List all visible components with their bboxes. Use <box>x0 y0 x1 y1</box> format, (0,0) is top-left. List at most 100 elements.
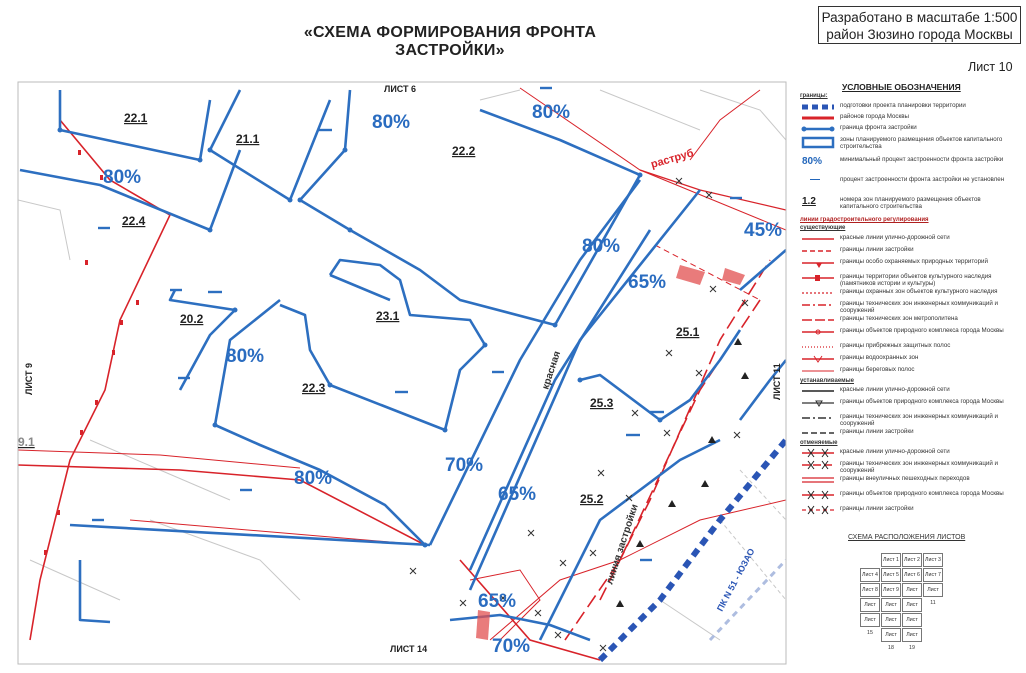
sheet-grid-cell[interactable]: Лист 1 <box>881 553 901 567</box>
sheet-grid-cell[interactable]: Лист 4 <box>860 568 880 582</box>
legend-item: границы особо охраняемых природных терри… <box>800 258 1015 268</box>
boundary-ticks <box>44 150 139 555</box>
zone-label[interactable]: 23.1 <box>376 309 400 323</box>
front-percent-label: 80% <box>372 112 410 133</box>
red-line-icon <box>802 116 834 120</box>
legend-line-icon <box>802 448 834 458</box>
legend-item: границы линии застройки <box>800 505 1015 515</box>
street-label: ПК N 51 - ЮЗАО <box>715 547 757 613</box>
legend-item: районов города Москвы <box>800 113 1015 123</box>
legend-line-icon <box>802 304 834 306</box>
legend-item: границы технических зон инженерных комму… <box>800 300 1015 314</box>
legend-item: границы береговых полос <box>800 366 1015 376</box>
front-percent-label: 70% <box>492 636 530 657</box>
sheet-grid-cell[interactable]: Лист 8 <box>860 583 880 597</box>
zone-label[interactable]: 22.4 <box>122 214 146 228</box>
legend-line-icon <box>802 490 834 500</box>
front-percent-label: 80% <box>226 346 264 367</box>
legend-section: отменяемые <box>800 440 838 446</box>
legend-line-icon <box>802 329 834 335</box>
legend-item: границы технических зон метрополитена <box>800 315 1015 325</box>
legend-line-icon <box>802 460 834 470</box>
front-percent-label: 65% <box>478 591 516 612</box>
front-percent-label: 45% <box>744 220 782 241</box>
sheet-label-right[interactable]: ЛИСТ 11 <box>772 363 782 400</box>
front-percent-label: 65% <box>628 272 666 293</box>
legend-item: 80% минимальный процент застроенности фр… <box>802 156 1004 167</box>
legend-item: красные линии улично-дорожной сети <box>800 234 1015 244</box>
blue-rect-icon <box>801 136 835 149</box>
legend-line-icon <box>802 262 834 268</box>
zone-label[interactable]: 22.2 <box>452 144 476 158</box>
legend-item: границы внеуличных пешеходных переходов <box>800 475 1015 485</box>
front-percent-label: 80% <box>582 236 620 257</box>
legend-line-icon <box>802 400 834 407</box>
page-title: «СХЕМА ФОРМИРОВАНИЯ ФРОНТА ЗАСТРОЙКИ» <box>303 24 597 59</box>
legend-item: границы водоохранных зон <box>800 354 1015 364</box>
legend-item: зоны планируемого размещения объектов ка… <box>800 136 1015 152</box>
legend-item: границы объектов природного комплекса го… <box>800 398 1015 408</box>
dashed-blue-icon <box>802 104 834 110</box>
project-boundary-light <box>708 558 786 642</box>
sheet-grid-cell[interactable]: Лист 18 <box>881 628 901 651</box>
sheet-grid-cell[interactable]: Лист 7 <box>923 568 943 582</box>
front-line-nodes <box>57 127 663 548</box>
sheet-grid-cell[interactable]: Лист 2 <box>902 553 922 567</box>
sheet-grid-cell[interactable]: Лист 13 <box>881 598 901 621</box>
project-boundary <box>597 438 786 663</box>
zone-label[interactable]: 25.2 <box>580 492 604 506</box>
sheet-label-bottom[interactable]: ЛИСТ 14 <box>390 644 427 654</box>
legend-line-icon <box>802 275 834 281</box>
legend-line-icon <box>802 319 834 321</box>
legend-line-icon <box>802 346 834 348</box>
legend-item: 1.2 номера зон планируемого размещения о… <box>802 196 981 210</box>
sheet-grid-cell[interactable]: Лист 10 <box>902 583 922 606</box>
legend-item: границы линии застройки <box>800 428 1015 438</box>
sheet-grid-cell[interactable]: Лист 14 <box>902 598 922 621</box>
sheet-grid-cell[interactable]: Лист 11 <box>923 583 943 606</box>
zone-label[interactable]: 9.1 <box>18 435 35 449</box>
zone-label[interactable]: 25.1 <box>676 325 700 339</box>
street-label: линия застройки <box>604 503 640 586</box>
zone-label[interactable]: 25.3 <box>590 396 614 410</box>
sheet-grid-cell[interactable]: Лист 19 <box>902 628 922 651</box>
legend-item: границы технических зон инженерных комму… <box>800 413 1015 427</box>
front-percent-label: 80% <box>532 102 570 123</box>
legend-item: границы прибрежных защитных полос <box>800 342 1015 352</box>
legend-section-lines: линии градостроительного регулирования <box>800 217 929 223</box>
legend-section-existing: существующие <box>800 225 846 231</box>
sheet-grid-cell[interactable]: Лист 12 <box>860 598 880 621</box>
sheet-grid-cell[interactable]: Лист 17 <box>902 613 922 636</box>
zone-label[interactable]: 22.1 <box>124 111 148 125</box>
zone-label[interactable]: 22.3 <box>302 381 326 395</box>
sheet-grid-cell[interactable]: Лист 3 <box>923 553 943 567</box>
legend-section: устанавливаемые <box>800 378 854 384</box>
sheet-grid-cell[interactable]: Лист 16 <box>881 613 901 636</box>
legend-title: УСЛОВНЫЕ ОБОЗНАЧЕНИЯ <box>842 82 961 92</box>
map-canvas[interactable]: ЛИСТ 6 ЛИСТ 14 ЛИСТ 9 ЛИСТ 11 22.1 21.1 … <box>0 0 790 673</box>
scale-info-box: Разработано в масштабе 1:500 район Зюзин… <box>818 6 1021 44</box>
sheet-label-top[interactable]: ЛИСТ 6 <box>384 84 416 94</box>
legend-line-icon <box>802 477 834 483</box>
map-frame <box>17 81 787 665</box>
legend-line-icon <box>802 355 834 363</box>
legend-line-icon <box>802 238 834 240</box>
sheet-grid-cell[interactable]: Лист 15 <box>860 613 880 636</box>
legend-line-icon <box>802 292 834 294</box>
front-lines <box>19 89 786 642</box>
scale-info-line: Разработано в масштабе 1:500 <box>821 10 1018 25</box>
sheet-grid-cell[interactable]: Лист 9 <box>881 583 901 597</box>
legend-item: границы объектов природного комплекса го… <box>800 490 1015 500</box>
legend-line-icon <box>802 432 834 434</box>
sheet-number: Лист 10 <box>968 60 1013 74</box>
sheet-grid-cell[interactable]: Лист 6 <box>902 568 922 582</box>
triangle-markers <box>616 338 749 607</box>
zone-label[interactable]: 21.1 <box>236 132 260 146</box>
legend-item: границы линии застройки <box>800 246 1015 256</box>
sheet-label-left[interactable]: ЛИСТ 9 <box>24 363 34 395</box>
zone-label[interactable]: 20.2 <box>180 312 204 326</box>
legend-item: красные линии улично-дорожной сети <box>800 386 1015 396</box>
legend-item: границы охранных зон объектов культурног… <box>800 288 1015 298</box>
front-percent-label: 80% <box>294 468 332 489</box>
sheet-grid-cell[interactable]: Лист 5 <box>881 568 901 582</box>
